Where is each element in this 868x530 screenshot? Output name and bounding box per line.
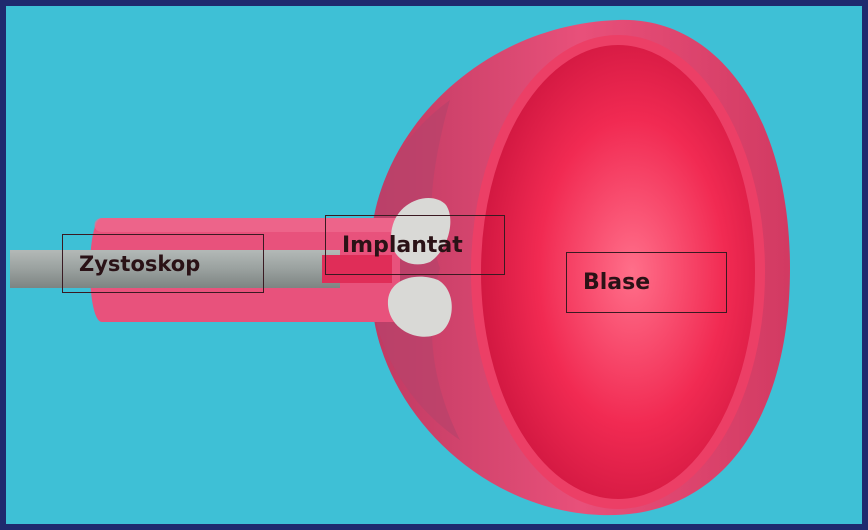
label-implantat-text: Implantat	[342, 233, 463, 258]
label-blase: Blase	[566, 252, 727, 313]
label-blase-text: Blase	[583, 270, 650, 295]
label-zystoskop-text: Zystoskop	[79, 252, 200, 276]
label-implantat: Implantat	[325, 215, 505, 275]
label-zystoskop: Zystoskop	[62, 234, 264, 293]
